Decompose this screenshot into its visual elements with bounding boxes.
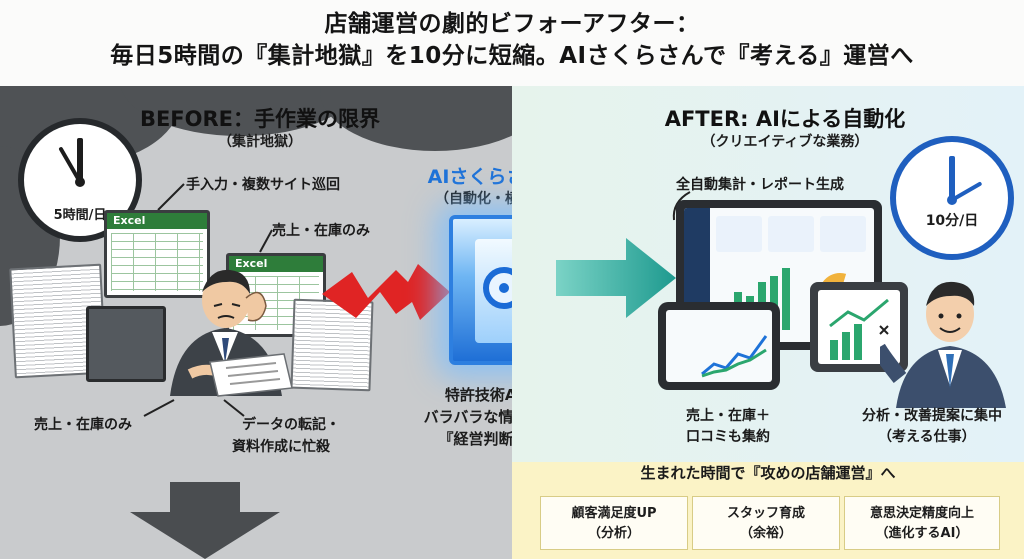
excel-window-1: Excel xyxy=(104,210,210,298)
benefit-item: 顧客満足度UP （分析） xyxy=(540,496,688,550)
clock-pin xyxy=(75,177,85,187)
strategy-chart-icon xyxy=(829,298,889,360)
title-line-1: 店舗運営の劇的ビフォーアフター： xyxy=(324,11,700,37)
label-focus-analysis: 分析・改善提案に集中 xyxy=(862,408,1002,424)
benefit-item-line1: 顧客満足度UP xyxy=(571,506,657,521)
spreadsheet-grid xyxy=(111,233,203,291)
label-sales-reviews-2: 口コミも集約 xyxy=(686,429,770,445)
red-zigzag-arrow-icon xyxy=(322,264,450,320)
after-clock: 10分/日 xyxy=(890,136,1014,260)
benefit-item-line2: （分析） xyxy=(587,526,640,541)
tablet-device xyxy=(658,302,780,390)
benefit-item-line1: スタッフ育成 xyxy=(726,506,805,521)
before-subheading: （集計地獄） xyxy=(218,134,302,150)
benefit-item: スタッフ育成 （余裕） xyxy=(692,496,840,550)
page-title: 店舗運営の劇的ビフォーアフター： 毎日5時間の『集計地獄』を10分に短縮。AIさ… xyxy=(0,0,1024,86)
label-focus-thinking: （考える仕事） xyxy=(878,429,976,445)
benefit-item-line2: （進化するAI） xyxy=(875,526,969,541)
dashboard-card xyxy=(716,216,762,252)
dashboard-card xyxy=(820,216,866,252)
callout-line xyxy=(157,183,185,211)
label-sales-top: 売上・在庫のみ xyxy=(272,223,370,239)
clock-pin xyxy=(947,195,957,205)
after-heading: AFTER: AIによる自動化 xyxy=(664,107,906,131)
confident-man-illustration xyxy=(880,281,1006,408)
line-chart-icon xyxy=(701,335,768,378)
label-sales-reviews-1: 売上・在庫＋ xyxy=(686,408,770,424)
before-clock-label: 5時間/日 xyxy=(53,208,107,223)
clock-hour-hand xyxy=(77,138,83,186)
down-arrow-icon xyxy=(130,482,280,559)
callout-line xyxy=(143,399,175,417)
label-data-transcription-2: 資料作成に忙殺 xyxy=(232,439,330,455)
desk-documents xyxy=(209,353,293,397)
clock-hour-hand xyxy=(949,156,955,204)
excel-title: Excel xyxy=(229,256,323,272)
label-auto-report: 全自動集計・レポート生成 xyxy=(676,177,844,193)
label-manual-input: 手入力・複数サイト巡回 xyxy=(186,177,340,193)
tablet-screen xyxy=(666,310,772,382)
callout-line xyxy=(223,399,245,417)
title-line-2: 毎日5時間の『集計地獄』を10分に短縮。AIさくらさんで『考える』運営へ xyxy=(110,43,914,69)
callout-line xyxy=(259,229,273,253)
benefit-item-line1: 意思決定精度向上 xyxy=(869,506,974,521)
benefit-item: 意思決定精度向上 （進化するAI） xyxy=(844,496,1000,550)
label-sales-bottom: 売上・在庫のみ xyxy=(34,417,132,433)
after-subheading: （クリエイティブな業務） xyxy=(701,134,869,150)
teal-arrow-icon xyxy=(556,238,676,318)
benefit-item-line2: （余裕） xyxy=(739,526,792,541)
benefit-title: 生まれた時間で『攻めの店舗運営』へ xyxy=(640,464,896,482)
excel-title: Excel xyxy=(107,213,207,229)
after-clock-label: 10分/日 xyxy=(925,213,979,229)
label-data-transcription-1: データの転記・ xyxy=(242,417,340,433)
old-monitor xyxy=(86,306,166,382)
dashboard-card xyxy=(768,216,814,252)
before-heading: BEFORE：手作業の限界 xyxy=(139,107,381,131)
